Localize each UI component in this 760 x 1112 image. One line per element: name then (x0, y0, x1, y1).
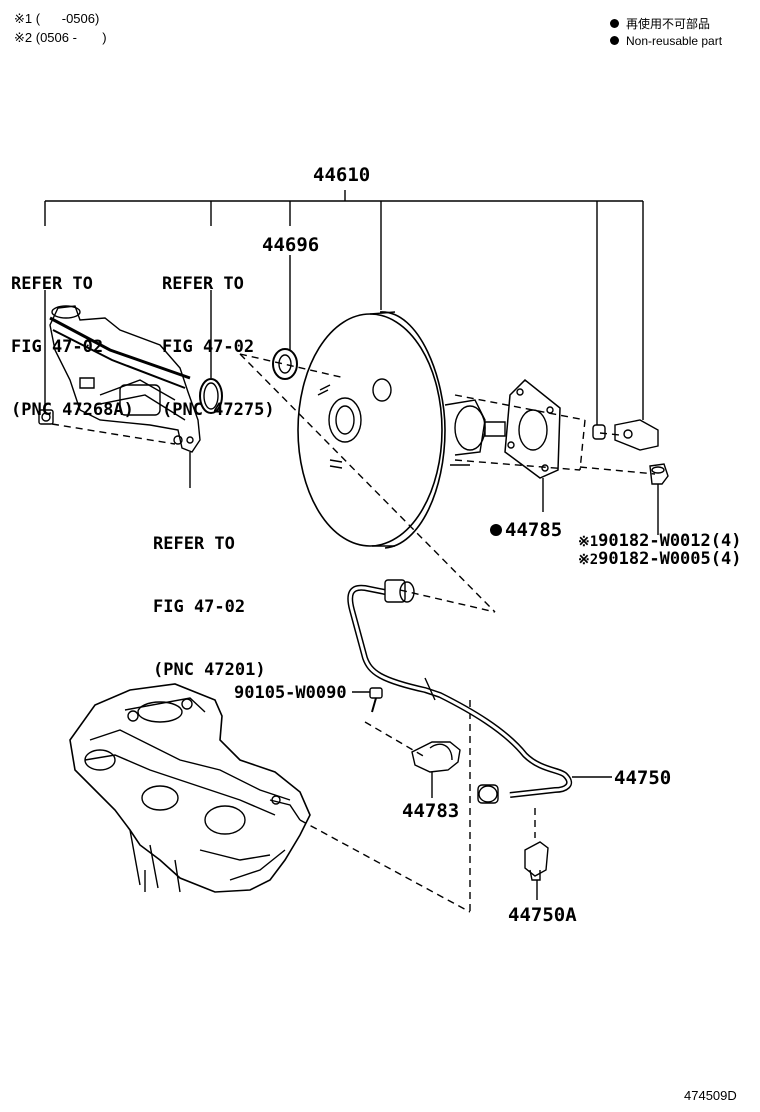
refer-3-line-2: FIG 47-02 (153, 597, 246, 617)
vacuum-hose-44750 (350, 580, 569, 803)
label-44750: 44750 (614, 767, 672, 789)
bolt-icon (370, 688, 382, 712)
master-cylinder (50, 306, 200, 452)
leader-44610 (45, 190, 643, 425)
refer-block-2: REFER TO FIG 47-02 (PNC 47275) (162, 232, 275, 442)
refer-2-line-3: (PNC 47275) (162, 400, 275, 420)
legend-line-1: 再使用不可部品 (626, 17, 711, 31)
refer-block-1: REFER TO FIG 47-02 (PNC 47268A) (11, 232, 134, 442)
refer-2-line-2: FIG 47-02 (162, 337, 255, 357)
nut-1-text: 90182-W0012(4) (598, 531, 742, 551)
note-2: ※2 (0506 - ) (14, 30, 107, 45)
assembly-dash-lines (240, 354, 655, 912)
label-44610: 44610 (313, 164, 371, 186)
gasket-44696-icon (273, 349, 297, 379)
label-90105: 90105-W0090 (234, 683, 347, 703)
label-nut-2: ※290182-W0005(4) (578, 549, 741, 569)
label-44696: 44696 (262, 234, 320, 256)
label-44785-text: 44785 (505, 519, 563, 541)
nut-left-icon (39, 410, 53, 424)
non-reusable-dot-icon (610, 36, 619, 45)
label-44750A: 44750A (508, 904, 577, 926)
gasket-plate-44785 (505, 380, 560, 478)
o-ring-icon (200, 379, 222, 413)
legend-line-2: Non-reusable part (626, 34, 723, 48)
nut-1-mark: ※1 (578, 534, 599, 550)
refer-1-line-3: (PNC 47268A) (11, 400, 134, 420)
note-1: ※1 ( -0506) (14, 11, 100, 26)
dash-nut-cylinder (52, 424, 175, 444)
refer-1-line-2: FIG 47-02 (11, 337, 104, 357)
clamp-44783 (412, 742, 460, 772)
nut-2-mark: ※2 (578, 552, 599, 568)
refer-3-line-3: (PNC 47201) (153, 660, 266, 680)
label-44783: 44783 (402, 800, 460, 822)
refer-3-line-1: REFER TO (153, 534, 235, 554)
label-nut-1: ※190182-W0012(4) (578, 531, 741, 551)
clevis-icon (593, 420, 658, 450)
refer-2-line-1: REFER TO (162, 274, 244, 294)
legend-english: Non-reusable part (610, 34, 722, 48)
refer-1-line-1: REFER TO (11, 274, 93, 294)
intake-manifold (70, 684, 310, 892)
nut-right-icon (650, 464, 668, 484)
clip-44750A (525, 842, 548, 880)
o-ring-inner (204, 383, 218, 409)
non-reusable-dot-icon (610, 19, 619, 28)
brake-booster (298, 312, 505, 548)
non-reusable-dot-icon (490, 524, 502, 536)
label-44785: 44785 (490, 519, 562, 541)
legend-japanese: 再使用不可部品 (610, 15, 710, 32)
refer-block-3: REFER TO FIG 47-02 (PNC 47201) (153, 492, 266, 702)
figure-number: 474509D (684, 1088, 737, 1103)
nut-2-text: 90182-W0005(4) (598, 549, 742, 569)
